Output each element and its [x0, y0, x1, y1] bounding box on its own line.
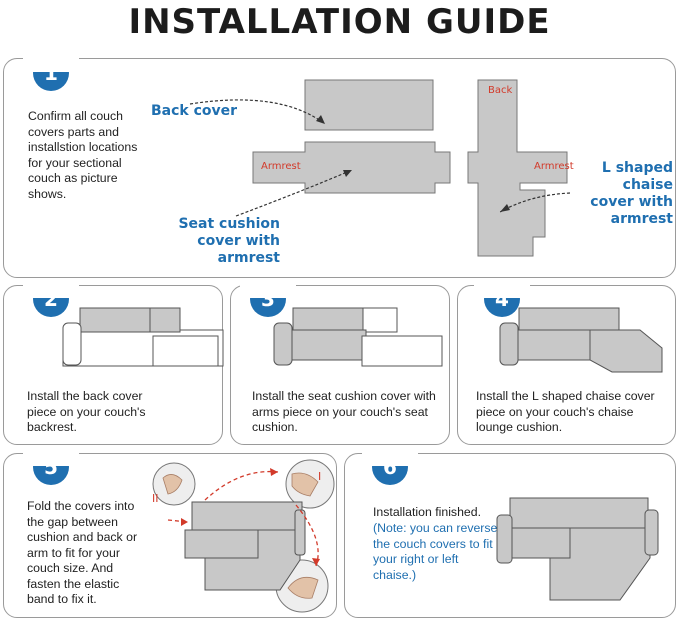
- step-3-text: Install the seat cushion cover with arms…: [252, 389, 436, 434]
- back-cover-piece: [304, 79, 434, 131]
- seat-cover-callout: Seat cushion cover with armrest: [178, 216, 280, 266]
- step-4-badge: 4: [474, 278, 530, 317]
- step-3-sofa-illustration: [273, 307, 443, 367]
- step-4-sofa-illustration: [499, 307, 663, 373]
- l-cover-arrowhead: [500, 204, 510, 212]
- step-1-number: 1: [44, 61, 58, 85]
- step-2-badge: 2: [23, 278, 79, 317]
- seat-cover-arrowhead: [343, 170, 352, 177]
- step-6-text: Installation finished.: [373, 505, 482, 519]
- page-title: INSTALLATION GUIDE: [128, 2, 551, 42]
- step-1-text: Confirm all couch covers parts and insta…: [28, 109, 138, 201]
- l-cover-callout: L shaped chaise cover with armrest: [590, 160, 673, 227]
- step-5-number: 5: [44, 455, 58, 479]
- step-6-number: 6: [383, 455, 397, 479]
- step-6-badge: 6: [362, 446, 418, 485]
- roman-label-two: II: [152, 492, 159, 505]
- back-cover-arrowhead: [316, 115, 325, 124]
- seat-cover-arrow: [235, 169, 353, 217]
- fold-arrow-top: [204, 470, 279, 501]
- step-6-note: (Note: you can reverse the couch covers …: [373, 521, 498, 582]
- step-5-text: Fold the covers into the gap between cus…: [27, 499, 138, 606]
- back-cover-callout: Back cover: [151, 103, 238, 119]
- cover-parts-diagram: [189, 79, 571, 257]
- step-4-number: 4: [495, 287, 509, 311]
- step-3-number: 3: [261, 287, 275, 311]
- step-2-sofa-illustration: [62, 307, 224, 367]
- armrest-label-left: Armrest: [261, 161, 301, 172]
- fold-arrow-right: [295, 504, 319, 567]
- step-2-number: 2: [44, 287, 58, 311]
- armrest-label-right: Armrest: [534, 161, 574, 172]
- step-2-text: Install the back cover piece on your cou…: [27, 389, 146, 434]
- back-cover-arrow: [189, 99, 326, 125]
- step-5-badge: 5: [23, 446, 79, 485]
- step-1-badge: 1: [23, 52, 79, 91]
- back-label: Back: [488, 85, 513, 96]
- step-3-badge: 3: [240, 278, 296, 317]
- step-4-text: Install the L shaped chaise cover piece …: [476, 389, 655, 434]
- seat-cushion-cover-piece: [252, 141, 451, 194]
- roman-label-one: I: [318, 470, 322, 483]
- l-shaped-chaise-cover-piece: [467, 79, 568, 257]
